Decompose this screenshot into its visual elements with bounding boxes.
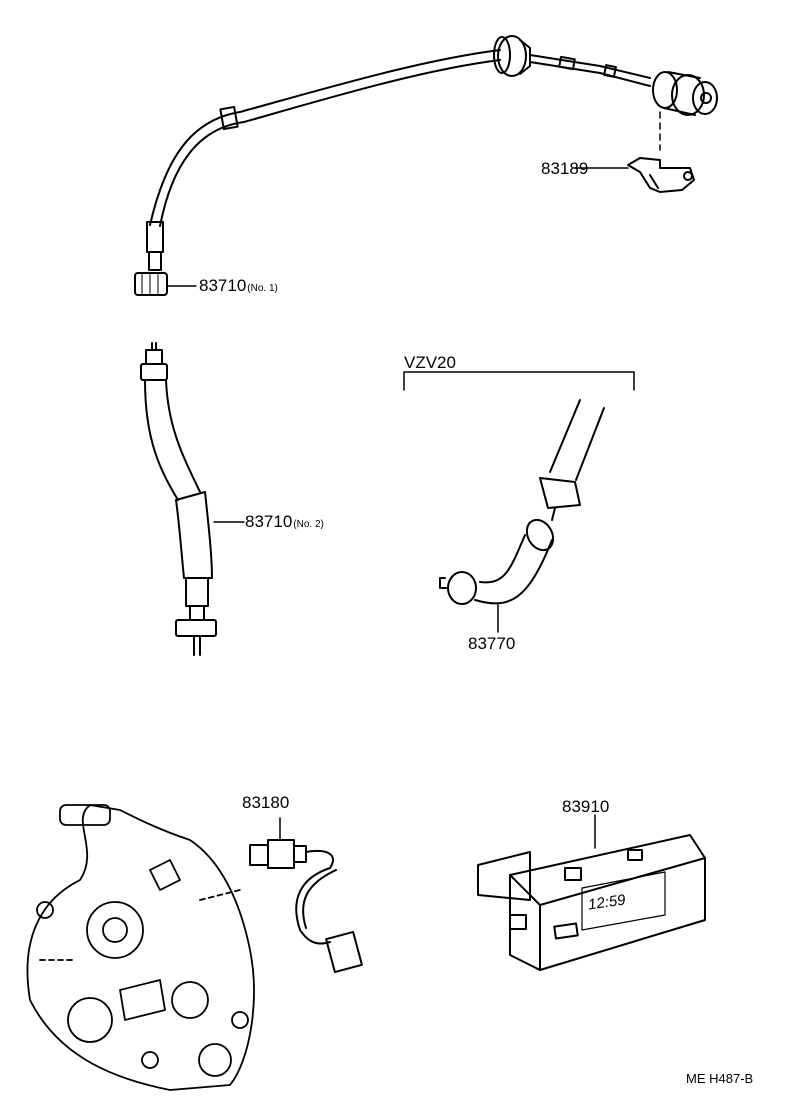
label-83189: 83189 — [541, 159, 589, 178]
label-vzv20: VZV20 — [404, 353, 456, 372]
vzv20-group-bracket — [403, 371, 635, 391]
label-83180: 83180 — [242, 793, 290, 812]
clock-module-83910 — [477, 814, 706, 971]
label-83770: 83770 — [468, 634, 516, 653]
speedometer-cable-no1 — [134, 35, 718, 296]
label-83710-no1-note: (No. 1) — [247, 283, 278, 294]
speedometer-cable-no2 — [140, 342, 245, 656]
label-83710-no1: 83710(No. 1) — [199, 277, 278, 294]
transmission-illustration — [26, 804, 255, 1091]
drawing-code: ME H487-B — [686, 1071, 754, 1086]
label-83710-no2-number: 83710 — [245, 512, 293, 531]
label-83710-no2-note: (No. 2) — [293, 519, 324, 530]
label-83910: 83910 — [562, 797, 610, 816]
label-83710-no1-number: 83710 — [199, 276, 247, 295]
speed-sensor-83180 — [249, 817, 363, 974]
elbow-83770 — [439, 399, 605, 633]
label-83710-no2: 83710(No. 2) — [245, 513, 324, 530]
